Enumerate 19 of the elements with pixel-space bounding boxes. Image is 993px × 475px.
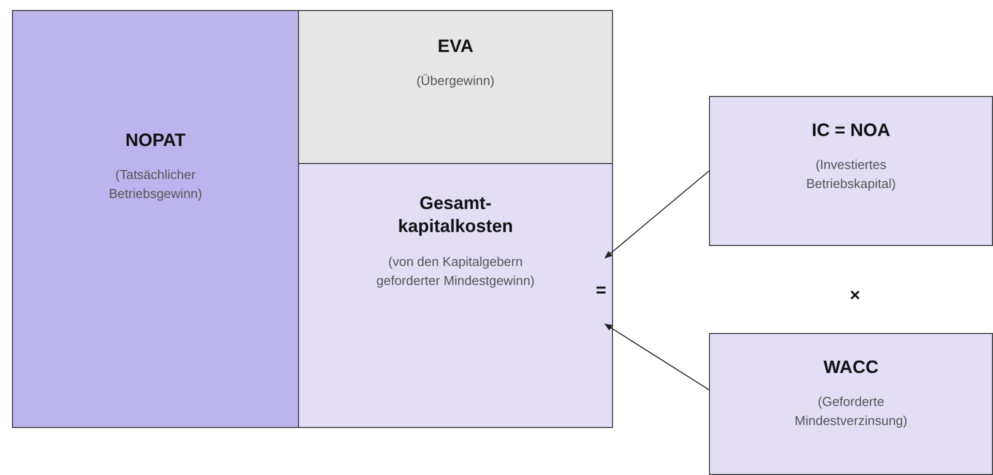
- box-heading: EVA: [438, 35, 474, 58]
- wacc-box: [709, 333, 993, 475]
- box-description: (Tatsächlicher Betriebsgewinn): [108, 166, 204, 204]
- invested-capital-box: [709, 96, 993, 246]
- box-heading: IC = NOA: [812, 119, 890, 142]
- capital-cost-box: [298, 163, 613, 428]
- arrow: [604, 170, 710, 259]
- multiplication-sign: ×: [848, 285, 862, 306]
- arrow: [604, 324, 710, 390]
- box-description: (Geforderte Mindestverzinsung): [794, 393, 908, 430]
- nopat-box: [12, 10, 299, 428]
- equals-sign: =: [596, 279, 606, 302]
- box-heading: WACC: [824, 356, 878, 379]
- box-description: (Investiertes Betriebskapital): [805, 156, 897, 194]
- box-description: (Übergewinn): [416, 72, 495, 90]
- eva-box: [298, 10, 613, 164]
- box-description: (von den Kapitalgebern geforderter Mindestgewinn): [375, 252, 536, 290]
- box-heading: Gesamt- kapitalkosten: [396, 192, 514, 238]
- box-heading: NOPAT: [125, 129, 186, 152]
